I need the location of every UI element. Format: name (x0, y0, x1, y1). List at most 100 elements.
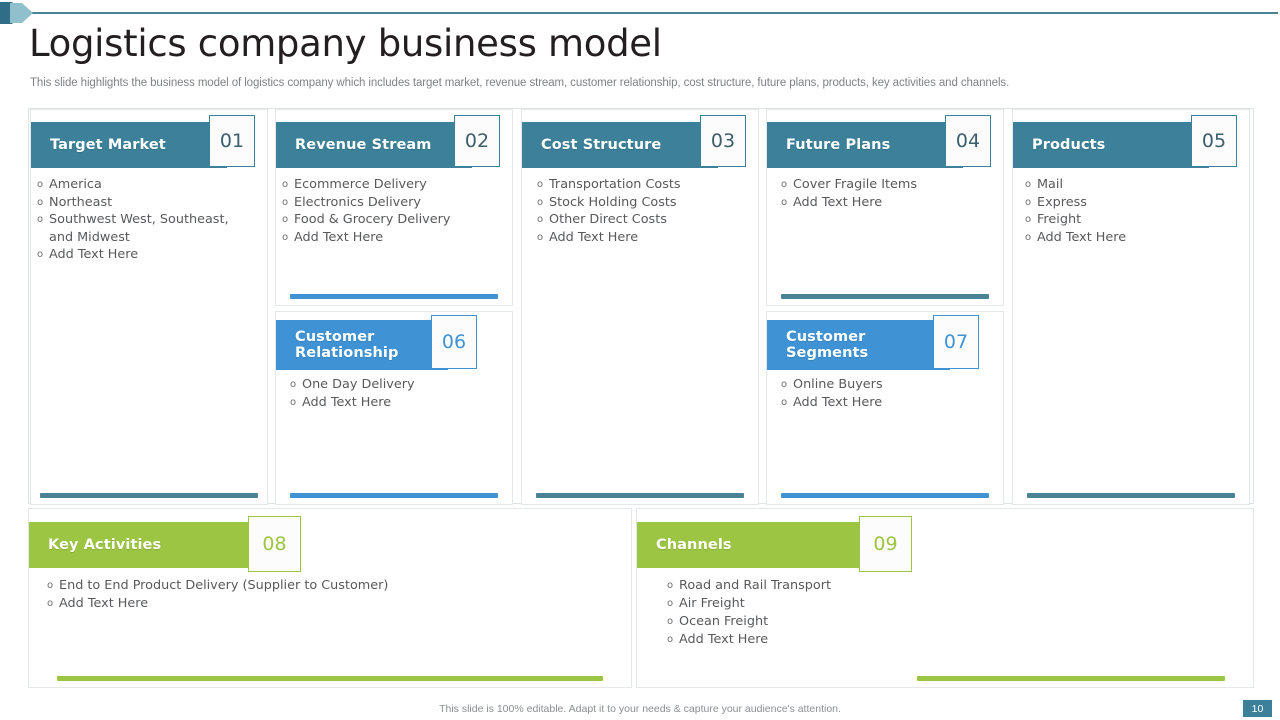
list-item: o Southwest West, Southeast, and Midwest (31, 211, 259, 246)
list-item-text: Add Text Here (793, 194, 883, 210)
list-item-text: Express (1037, 194, 1087, 210)
card-header: Future Plans (767, 122, 963, 168)
card-number-badge: 08 (248, 516, 301, 572)
card-accent-bar (781, 294, 989, 299)
list-item: o Mail (1019, 176, 1241, 194)
card-title: Key Activities (48, 536, 162, 553)
list-item-text: Add Text Here (59, 596, 149, 611)
card-title: Cost Structure (541, 136, 662, 153)
bullet-marker-icon: o (780, 196, 788, 208)
list-item: o Add Text Here (276, 229, 504, 247)
bullet-marker-icon: o (36, 214, 44, 225)
bottom-cards-row: Key Activities 08 o End to End Product De… (28, 508, 1254, 688)
card-title: Customer Relationship (295, 328, 399, 361)
list-item: o Add Text Here (531, 229, 750, 247)
bullet-marker-icon: o (780, 379, 788, 390)
bullet-marker-icon: o (289, 379, 297, 390)
list-item: o Other Direct Costs (531, 211, 750, 229)
card-title: Target Market (50, 136, 166, 153)
card-header: Revenue Stream (276, 122, 472, 168)
page-subtitle: This slide highlights the business model… (30, 77, 1010, 89)
card-accent-bar (290, 493, 498, 498)
card-header: Target Market (31, 122, 227, 168)
list-item: o Road and Rail Transport (661, 577, 1245, 595)
card-number-badge: 03 (700, 115, 746, 167)
list-item-text: America (49, 177, 102, 192)
top-accent-rule (30, 12, 1278, 14)
list-item-text: Air Freight (679, 596, 745, 611)
card-accent-bar (57, 676, 603, 681)
list-item-text: Add Text Here (1037, 229, 1127, 245)
list-item-text: Other Direct Costs (549, 212, 667, 227)
bullet-marker-icon: o (1024, 179, 1032, 190)
list-item-text: Mail (1037, 177, 1063, 192)
list-item-text: One Day Delivery (302, 377, 415, 392)
bullet-marker-icon: o (281, 231, 289, 243)
bullet-marker-icon: o (536, 231, 544, 243)
bullet-marker-icon: o (46, 598, 54, 609)
list-item-text: Stock Holding Costs (549, 194, 677, 210)
bullet-marker-icon: o (536, 214, 544, 225)
card-number-badge: 04 (945, 115, 991, 167)
card-number-badge: 09 (859, 516, 912, 572)
list-item-text: Road and Rail Transport (679, 578, 831, 593)
list-item-text: Cover Fragile Items (793, 177, 918, 192)
list-item-text: Add Text Here (679, 632, 769, 647)
page-number-badge: 10 (1243, 700, 1272, 717)
card-key-activities[interactable]: Key Activities 08 o End to End Product De… (28, 508, 632, 688)
card-number-badge: 05 (1191, 115, 1237, 167)
card-title: Channels (656, 536, 732, 553)
list-item-text: Ecommerce Delivery (294, 177, 427, 192)
list-item-text: End to End Product Delivery (Supplier to… (59, 578, 389, 593)
card-bullet-list: o End to End Product Delivery (Supplier t… (41, 577, 623, 613)
list-item-text: Add Text Here (549, 229, 639, 245)
bullet-marker-icon: o (536, 196, 544, 208)
footer-note: This slide is 100% editable. Adapt it to… (439, 703, 841, 715)
card-header: Cost Structure (522, 122, 718, 168)
card-number-badge: 01 (209, 115, 255, 167)
card-title: Customer Segments (786, 328, 869, 361)
card-number-badge: 02 (454, 115, 500, 167)
card-header: Channels (637, 522, 867, 568)
card-header: Key Activities (29, 522, 256, 568)
list-item-text: Add Text Here (294, 229, 384, 245)
bullet-marker-icon: o (281, 196, 289, 208)
page-title: Logistics company business model (29, 22, 662, 65)
card-accent-bar (781, 493, 989, 498)
bullet-marker-icon: o (780, 179, 788, 190)
card-header: Customer Segments (767, 320, 950, 370)
card-accent-bar (290, 294, 498, 299)
list-item-text: Southwest West, Southeast, and Midwest (49, 212, 229, 245)
card-header: Products (1013, 122, 1209, 168)
bullet-marker-icon: o (666, 580, 674, 591)
